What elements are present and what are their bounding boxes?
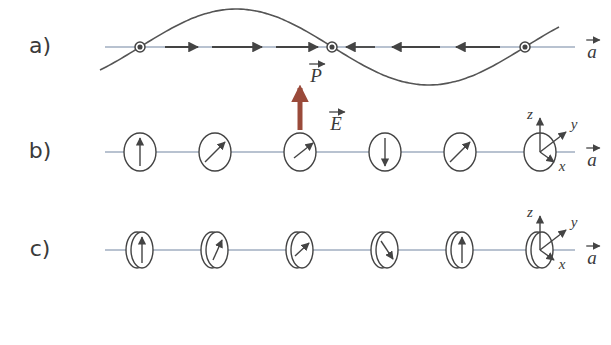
axis-label: x: [559, 158, 566, 175]
wave-curve: [100, 9, 559, 85]
vector-label: E: [330, 113, 342, 135]
vector-label: P: [310, 65, 322, 87]
axis-label: x: [559, 256, 566, 273]
row-label: b): [29, 138, 52, 163]
row-label: a): [29, 33, 51, 58]
vector-arrow: [309, 63, 325, 64]
vector-label: a: [587, 41, 597, 63]
vector-arrow: [586, 245, 600, 246]
row-label: c): [30, 236, 51, 261]
axis-label: y: [571, 116, 578, 133]
polarization-arrow: [298, 88, 303, 130]
axis-label: y: [571, 214, 578, 231]
vector-arrow: [586, 147, 600, 148]
vector-label: a: [587, 247, 597, 269]
vector-arrow: [586, 39, 600, 40]
axis-label: z: [527, 204, 533, 221]
axis-label: z: [527, 106, 533, 123]
vector-label: a: [587, 149, 597, 171]
vector-arrow: [329, 111, 345, 112]
